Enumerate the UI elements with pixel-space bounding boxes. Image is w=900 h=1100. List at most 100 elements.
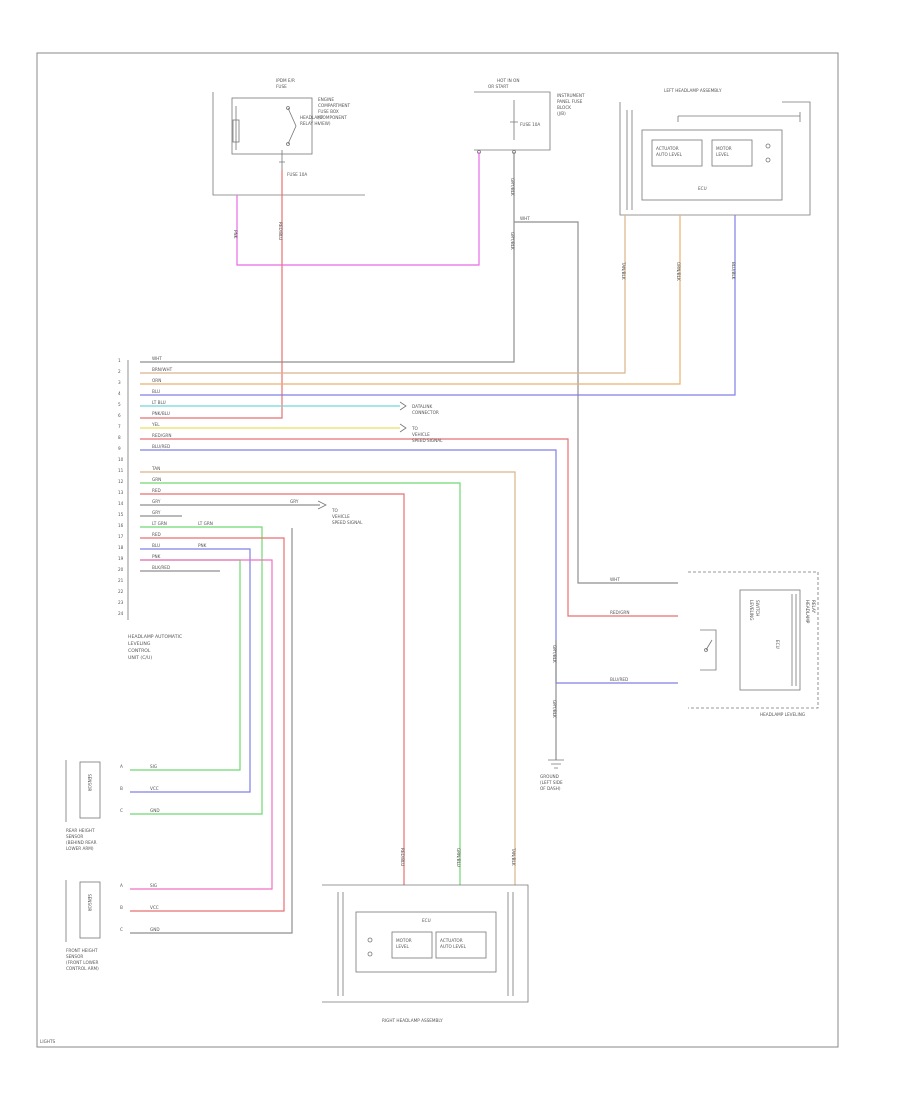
wire-label: SIG [150, 764, 157, 769]
wire-label: BLU/BLK [731, 262, 736, 280]
fuse-box-1-note-3: FUSE BOX [318, 109, 339, 114]
wire-label: GRN [152, 477, 161, 482]
wire-red-right [140, 493, 405, 885]
wire-label: A [120, 883, 123, 888]
wire-pink-front [130, 559, 273, 890]
pin-label: 15 [118, 512, 124, 517]
rear-height-sensor: SENSOR REAR HEIGHT SENSOR (BEHIND REAR L… [65, 760, 101, 851]
wire-orange-left [140, 215, 681, 385]
wire-label: WHT [152, 356, 162, 361]
right-headlamp-inner-right-1: ACTUATOR [440, 938, 463, 943]
wire-label: GRY/BLK [510, 178, 515, 196]
wire-label: GRY/BLK [552, 645, 557, 663]
pin-label: 19 [118, 556, 124, 561]
fuse-box-2-note-3: BLOCK [557, 105, 571, 110]
fuse-box-2-sub: FUSE 10A [520, 122, 540, 127]
wire-label: VCC [150, 905, 159, 910]
wire-grey-pin1 [140, 152, 515, 363]
front-height-sensor: SENSOR FRONT HEIGHT SENSOR (FRONT LOWER … [65, 880, 101, 971]
wire-label: BLU/RED [152, 444, 170, 449]
wire-label: YEL [151, 422, 160, 427]
fuse-box-1-sub: FUSE 10A [287, 172, 307, 177]
fuse-box-2-label-1: HOT IN ON [497, 78, 519, 83]
fuse-box-2-label-2: OR START [488, 84, 509, 89]
right-headlamp-inner-right-2: AUTO LEVEL [440, 944, 467, 949]
wire-tan-left [140, 215, 626, 374]
rear-sensor-label-4: LOWER ARM) [66, 846, 94, 851]
wire-label: RED [152, 488, 161, 493]
wire-grey-branch [514, 221, 678, 584]
left-headlamp-inner-right-1: MOTOR [716, 146, 732, 151]
rear-sensor-label-2: SENSOR [66, 834, 83, 839]
conn-note-3-line-1: TO [331, 508, 339, 513]
control-unit: 1 2 3 4 5 6 7 8 9 10 11 12 13 14 15 16 1… [118, 358, 182, 661]
wire-label: TAN [151, 466, 160, 471]
front-sensor-label-2: SENSOR [66, 954, 83, 959]
wire-blue-left [140, 215, 736, 396]
wire-green-rear-2 [130, 559, 241, 771]
pin-label: 4 [118, 391, 121, 396]
rear-sensor-label-3: (BEHIND REAR [66, 840, 97, 845]
left-headlamp-inner-left-2: AUTO LEVEL [656, 152, 683, 157]
wire-label: A [120, 764, 123, 769]
front-sensor-label-3: (FRONT LOWER [66, 960, 99, 965]
fuse-box-1-note-4: (COMPONENT [318, 115, 347, 120]
front-sensor-box-text: SENSOR [87, 894, 92, 911]
conn-note-1-line-2: CONNECTOR [412, 410, 439, 415]
wire-label: PNK/BLU [152, 411, 170, 416]
wire-label: GRY/BLK [510, 232, 515, 250]
fuse-box-2-note-2: PANEL FUSE [557, 99, 583, 104]
fuse-box-1-note-2: COMPARTMENT [318, 103, 351, 108]
wire-label: LT BLU [152, 400, 166, 405]
wire-label: BLU [152, 543, 160, 548]
conn-note-3-line-3: SPEED SIGNAL [332, 520, 363, 525]
connector-markers: DATALINK CONNECTOR TO VEHICLE SPEED SIGN… [317, 401, 443, 525]
wire-red-switch [140, 438, 678, 617]
right-headlamp-inner-left-2: LEVEL [396, 944, 409, 949]
wire-label: GRY [152, 499, 161, 504]
right-headlamp-assembly: ECU MOTOR LEVEL ACTUATOR AUTO LEVEL RIGH… [322, 884, 529, 1023]
conn-note-3-line-2: VEHICLE [332, 514, 350, 519]
conn-note-2-line-1: TO [411, 426, 419, 431]
wire-label: PNK [152, 554, 161, 559]
fuse-box-1-relay-2: RELAY HI [300, 121, 319, 126]
right-headlamp-inner-left-1: MOTOR [396, 938, 412, 943]
right-headlamp-ecu: ECU [422, 918, 431, 923]
right-headlamp-label: RIGHT HEADLAMP ASSEMBLY [382, 1018, 443, 1023]
wire-label: RED/GRN [610, 610, 629, 615]
control-unit-label-1: HEADLAMP AUTOMATIC [128, 634, 182, 640]
wire-label: LT GRN [152, 521, 167, 526]
wire-label: B [120, 786, 123, 791]
wire-label: C [120, 927, 123, 932]
wire-label: LT GRN [198, 521, 213, 526]
wire-label: WHT [520, 216, 530, 221]
pin-label: 9 [118, 446, 121, 451]
pin-label: 12 [118, 479, 124, 484]
pin-label: 2 [118, 369, 121, 374]
wire-labels: WHT BRN/WHT ORN BLU LT BLU PNK/BLU YEL R… [120, 216, 629, 932]
fuse-box-2: HOT IN ON OR START INSTRUMENT PANEL FUSE… [474, 78, 585, 154]
wire-label: GND [150, 927, 160, 932]
leveling-switch: LEVELING SWITCH ECU HEADLAMP RELAY HEADL… [688, 571, 819, 717]
wire-green-right [140, 482, 461, 885]
wire-label: VCC [150, 786, 159, 791]
pin-label: 13 [118, 490, 124, 495]
wire-label: RED/BLU [278, 222, 283, 240]
fuse-box-1-note-1: ENGINE [318, 97, 334, 102]
ground-1-label-2: (LEFT SIDE [540, 780, 563, 785]
pin-label: 8 [118, 435, 121, 440]
leveling-switch-inner-1: LEVELING [749, 600, 754, 620]
diagram-frame [36, 52, 839, 1048]
wire-label: BLU [152, 389, 160, 394]
wire-label: GRY [152, 510, 161, 515]
leveling-switch-inner-4: RELAY [811, 600, 816, 614]
pin-label: 17 [118, 534, 124, 539]
rear-sensor-label-1: REAR HEIGHT [66, 828, 95, 833]
fuse-box-1: IPDM E/R FUSE HEADLAMP RELAY HI ENGINE C… [212, 78, 365, 196]
ground-1-label-3: OF DASH) [540, 786, 561, 791]
pin-label: 23 [118, 600, 124, 605]
control-unit-label-2: LEVELING [128, 641, 151, 647]
control-unit-label-3: CONTROL [128, 648, 151, 654]
rear-sensor-box-text: SENSOR [87, 774, 92, 791]
pin-label: 5 [118, 402, 121, 407]
